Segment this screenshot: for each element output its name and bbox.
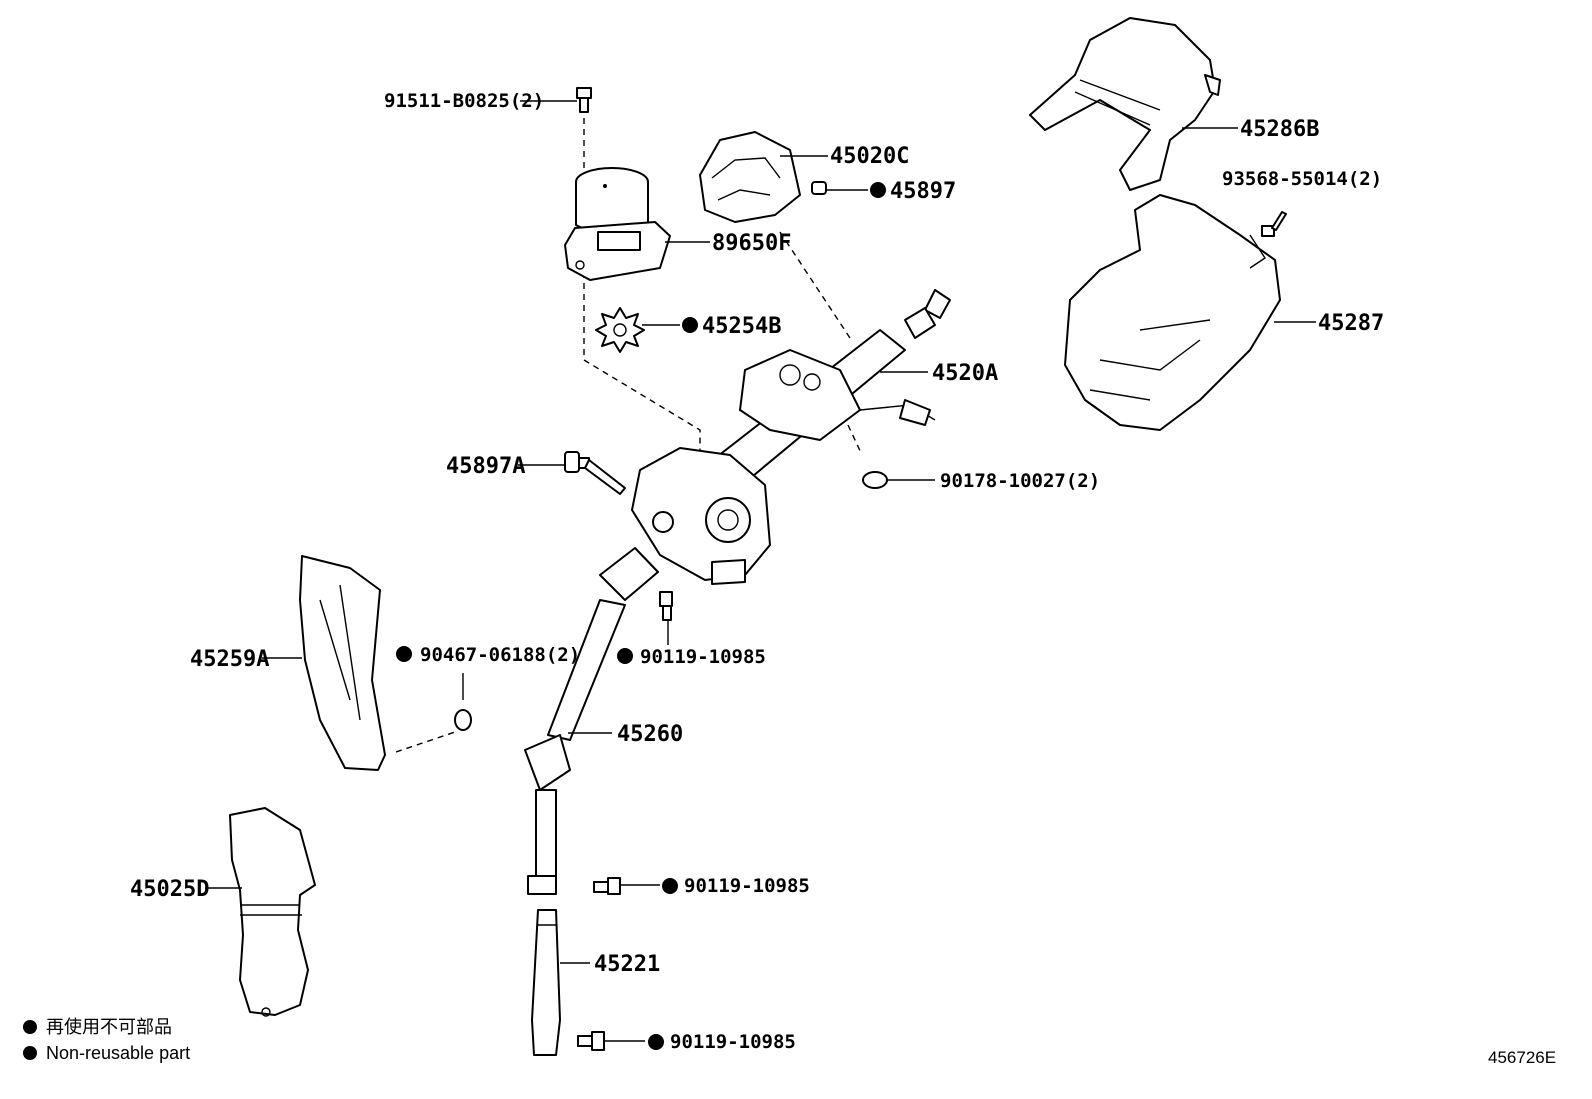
label-45259A: 45259A <box>190 647 269 672</box>
diagram-reference-number: 456726E <box>1488 1048 1556 1067</box>
clip-90467 <box>454 673 472 731</box>
nut-90178 <box>862 471 888 489</box>
label-90467: 90467-06188(2) <box>420 644 580 666</box>
bolt-91511 <box>576 87 592 113</box>
bolt-90119-lower <box>577 1031 605 1051</box>
legend-text-en: Non-reusable part <box>46 1043 190 1063</box>
label-45897A: 45897A <box>446 454 525 479</box>
bolt-90119-upper <box>659 591 673 621</box>
legend-text-jp: 再使用不可部品 <box>46 1017 172 1037</box>
upper-cover-45286B <box>1029 17 1221 191</box>
label-45287: 45287 <box>1318 311 1384 336</box>
label-45025D: 45025D <box>130 877 209 902</box>
label-91511: 91511-B0825(2) <box>384 90 544 112</box>
bolt-45897A <box>564 451 626 495</box>
non-reusable-marker-90467 <box>396 646 412 662</box>
non-reusable-marker-90119-upper <box>617 648 633 664</box>
label-4520A: 4520A <box>932 361 998 386</box>
lock-housing-45020C <box>699 131 801 223</box>
star-washer-45254B <box>595 307 645 353</box>
legend-marker-en <box>23 1046 37 1060</box>
boot-45025D <box>229 807 316 1017</box>
non-reusable-marker-90119-middle <box>662 878 678 894</box>
lower-cover-45287 <box>1064 194 1281 431</box>
screw-93568 <box>1261 211 1287 237</box>
bolt-90119-middle <box>593 877 621 895</box>
label-89650F: 89650F <box>712 231 791 256</box>
boot-45259A <box>299 555 386 771</box>
label-45254B: 45254B <box>702 314 781 339</box>
label-45286B: 45286B <box>1240 117 1319 142</box>
nut-guide-dashed-line <box>847 424 863 456</box>
steering-column-4520A <box>631 289 951 585</box>
legend-marker-jp <box>23 1020 37 1034</box>
label-93568: 93568-55014(2) <box>1222 168 1382 190</box>
label-45260: 45260 <box>617 722 683 747</box>
intermediate-shaft-45260 <box>524 547 659 895</box>
label-90119-lower: 90119-10985 <box>670 1031 796 1053</box>
label-45221: 45221 <box>594 952 660 977</box>
label-45020C: 45020C <box>830 144 909 169</box>
label-90178: 90178-10027(2) <box>940 470 1100 492</box>
label-45897: 45897 <box>890 179 956 204</box>
motor-unit-89650F <box>564 167 671 281</box>
pin-45897 <box>811 181 827 195</box>
non-reusable-marker-90119-lower <box>648 1034 664 1050</box>
label-90119-middle: 90119-10985 <box>684 875 810 897</box>
non-reusable-marker-45254B <box>682 317 698 333</box>
shaft-45221 <box>531 909 561 1056</box>
clip-guide-dashed-line <box>395 731 456 753</box>
label-90119-upper: 90119-10985 <box>640 646 766 668</box>
non-reusable-marker-45897 <box>870 182 886 198</box>
